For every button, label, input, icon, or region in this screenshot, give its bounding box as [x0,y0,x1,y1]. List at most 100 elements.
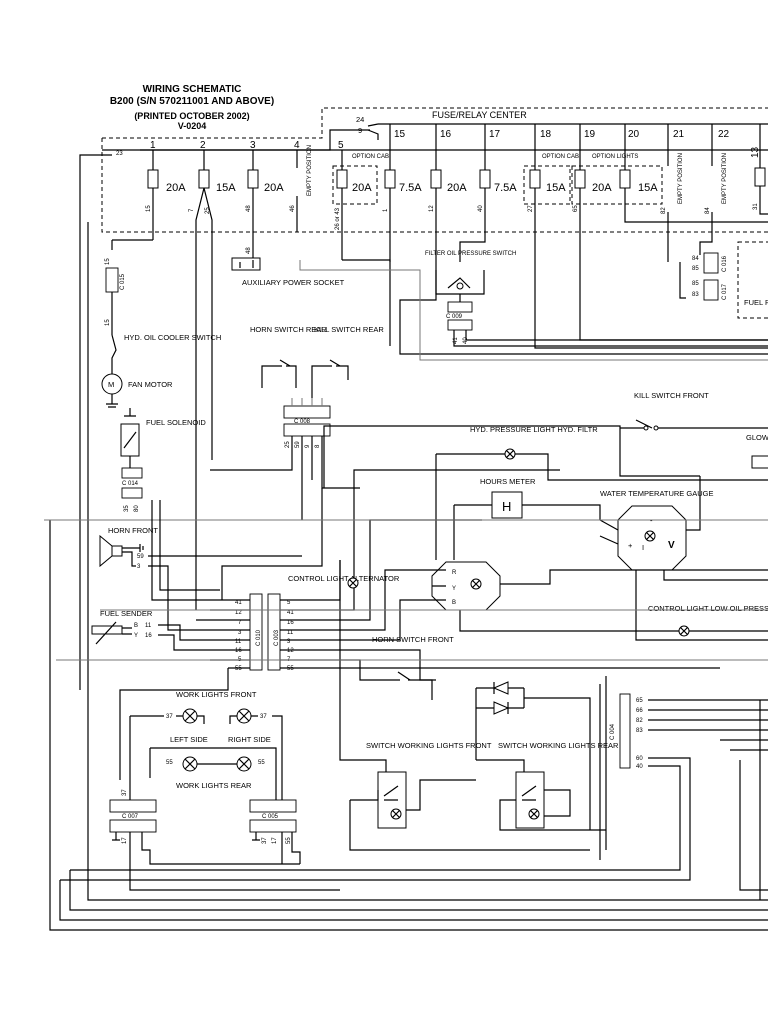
fuse-18-lead [534,188,768,349]
c017-body [703,279,719,301]
fuel-sender-wiper [95,621,117,645]
kill-switch-rear-contacts [311,365,349,398]
water-temp-pin-i: I [642,543,644,552]
c008-wire-3: 9 [305,444,311,448]
feed-23-label: 23 [116,151,123,157]
fuse-5-amp: 20A [352,182,372,194]
fuse-17-wire: 40 [478,205,484,212]
fuse-4-number: 4 [294,140,300,151]
hyd-pressure-label-1: HYD. PRESSURE LIGHT HYD. FILTR [470,425,598,434]
work-lights-rear-wire-right: 55 [258,760,265,766]
c009-harness [453,330,768,347]
horn-switch-rear-label: HORN SWITCH REAR [250,325,327,334]
c007-top-row [109,799,157,813]
water-temp-pin-plus: + [628,541,633,550]
diode-pair [475,681,591,830]
aux-power-socket: 48 AUXILIARY POWER SOCKET [231,247,345,287]
fuse-22-note: EMPTY POSITION [722,153,728,204]
fuse-21-note: EMPTY POSITION [678,153,684,204]
c008-top-row [283,405,331,419]
work-lights-rear: 55 55 WORK LIGHTS REAR [149,747,277,790]
c007-ground-icon [112,832,120,841]
c007-label: C 007 [122,814,139,820]
kill-switch-rear-label: KILL SWITCH REAR [314,325,384,334]
glow-partial-label: GLOW [746,433,768,442]
horn-switch-rear: HORN SWITCH REAR [250,325,327,388]
switch-wl-rear-lamp-cross [530,810,538,818]
fuse-22-lead [699,212,713,255]
fuse-1-body [147,169,159,189]
horn-switch-rear-contacts [261,365,297,388]
horn-front: HORN FRONT 59 3 [99,526,302,631]
glow-partial-box [751,455,768,469]
c016-label: C 016 [722,255,728,272]
horn-switch-front-label-1: HORN SWITCH FRONT [372,635,454,644]
kill-switch-rear-lever [329,359,341,367]
work-lights-front-wire-right: 37 [260,714,267,720]
horn-front-icon [99,534,113,568]
aux-socket-label: AUXILIARY POWER SOCKET [242,278,345,287]
fuse-21-number: 21 [673,129,685,140]
fuse-19-amp: 20A [592,182,612,194]
center-right-wire-5: 3 [287,639,291,645]
switch-wl-front-lamp-cross [392,810,400,818]
c017-return-wire [679,262,686,299]
c005-label: C 005 [262,814,279,820]
c015-wire-top: 15 [105,258,111,265]
c010-label: C 010 [256,629,262,646]
c008-wire-2: 59 [295,441,301,448]
fuse-18: 18 OPTION CAB 15A 27 [523,124,768,349]
fuse-22-number: 22 [718,129,730,140]
horn-switch-front-lever [397,671,411,681]
fuse-17-number: 17 [489,129,501,140]
c017-wire-2: 83 [692,292,699,298]
center-left-wire-1: 41 [235,600,242,606]
fan-motor-symbol: M [108,380,114,389]
water-temp-lamp-cross [646,532,654,540]
fuse-22-wire: 84 [705,207,711,214]
hyd-oil-cooler-label: HYD. OIL COOLER SWITCH [124,333,221,342]
fuse-20-body [619,169,631,189]
fuse-13: 13 31 [750,124,768,215]
horn-front-wires [148,555,302,631]
fuse-16-number: 16 [440,129,452,140]
fuse-2-number: 2 [200,140,206,151]
schematic-header: WIRING SCHEMATIC B200 (S/N 570211001 AND… [110,84,274,131]
central-connector-alt-feed [221,488,323,600]
fuel-solenoid-label-1: FUEL SOLENOID [146,418,206,427]
work-light-front-left-cross [184,710,196,722]
fuel-qty-pin-r: R [452,570,457,576]
feed-arrows [367,123,379,140]
fuel-quantity-gauge: R Y B [431,561,768,611]
header-model: B200 (S/N 570211001 AND ABOVE) [110,96,274,107]
c005-ground-icon [252,832,260,841]
fuel-qty-lamp-cross [472,580,480,588]
fuel-sender-pin-b: B [134,623,138,629]
aux-socket-wire: 48 [246,247,252,254]
fuse-2-body [198,169,210,189]
c004-trunk [599,676,607,860]
fuse-21-wire: 82 [661,207,667,214]
fuse-20-amp: 15A [638,182,658,194]
c004-wire-5: 60 [636,756,643,762]
fuse-21: 21 EMPTY POSITION 82 [661,124,685,262]
fuse-18-wire: 27 [528,205,534,212]
fuse-16-amp: 20A [447,182,467,194]
harness-frame-horn-feed [151,500,222,601]
c004-body [619,693,631,769]
fuse-19-note: OPTION LIGHTS [592,154,638,160]
c005-connector: C 005 37 17 55 [249,740,301,864]
center-left-wire-labels: 41 12 7 3 11 16 5 55 [235,600,242,672]
hours-meter-label: HOURS METER [480,477,536,486]
fuel-sender-wire-y: 16 [145,633,152,639]
center-left-wire-2: 12 [235,610,242,616]
fuse-15: 15 7.5A 1 [383,124,422,262]
fuse-13-body [754,167,766,187]
feed-9-wire [102,129,370,151]
fuel-sender-wires [122,624,240,651]
fuse-13-number: 13 [750,146,761,158]
c005-harness [275,740,301,864]
switch-wl-front-contacts [383,785,399,801]
water-temperature-gauge: WATER TEMPERATURE GAUGE - + I V [599,476,768,641]
fuse-19-wire: 65 [573,205,579,212]
